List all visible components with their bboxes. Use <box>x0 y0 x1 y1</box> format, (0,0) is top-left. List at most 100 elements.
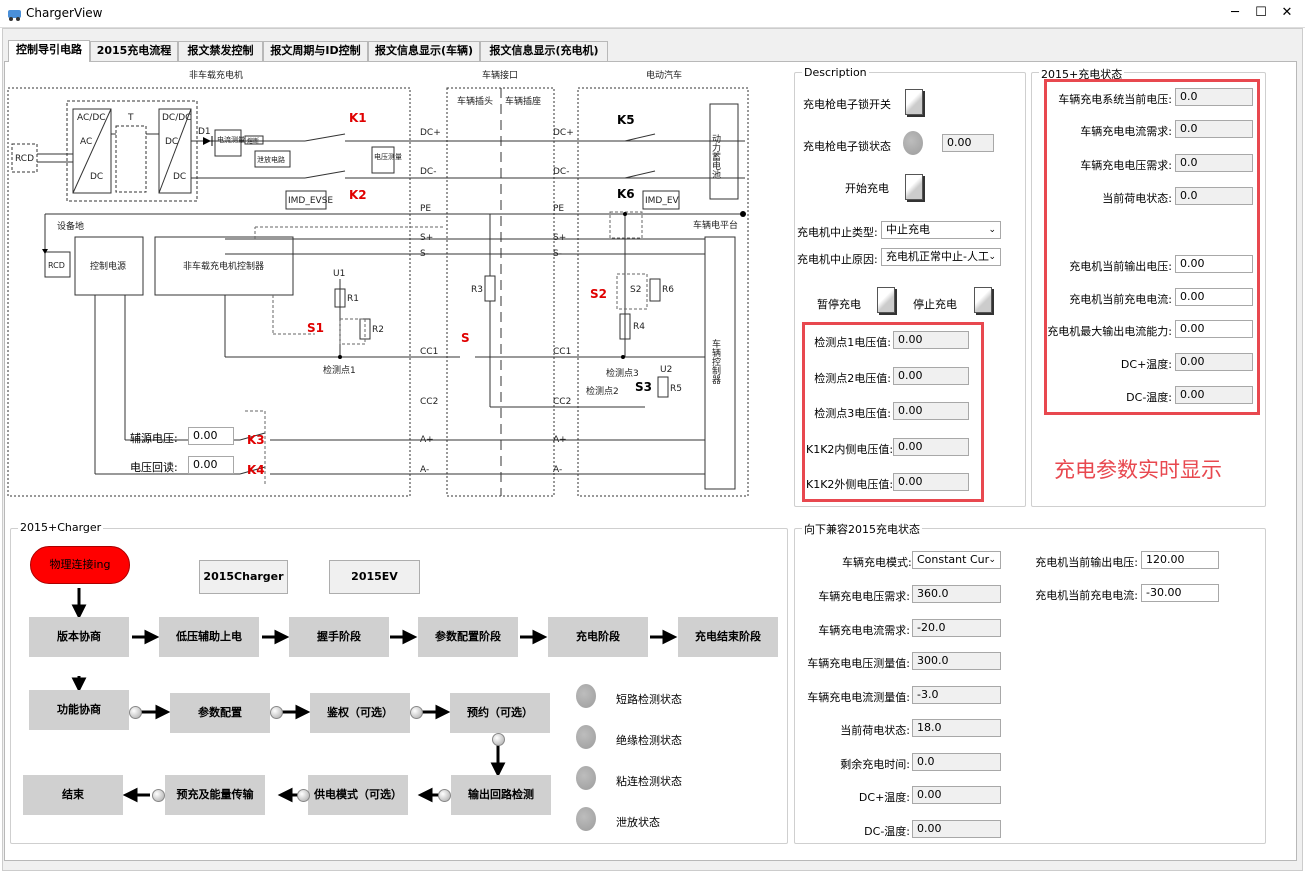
check-point-label: K1K2内侧电压值: <box>806 442 894 456</box>
cc2-right: CC2 <box>553 397 571 407</box>
check-point-label: 检测点1电压值: <box>814 336 891 349</box>
compat-label: 当前荷电状态: <box>840 724 910 737</box>
control-pilot-circuit: 非车载充电机 车辆接口 电动汽车 车辆插头 车辆插座 RCD AC/DC AC … <box>7 69 749 497</box>
status-value: 0.0 <box>1175 187 1253 205</box>
pause-label: 暂停充电 <box>817 298 861 311</box>
check-points-highlight <box>802 322 984 502</box>
ctrl-charger-label: 非车载充电机控制器 <box>183 260 264 272</box>
charger-flow-title: 2015+Charger <box>18 521 104 534</box>
status-value[interactable]: 0.00 <box>1175 255 1253 273</box>
sp-left: S+ <box>420 233 433 243</box>
r6-label: R6 <box>662 285 674 295</box>
r2-label: R2 <box>372 325 384 335</box>
dp3-label: 检测点3 <box>606 367 639 379</box>
r4-label: R4 <box>633 322 645 332</box>
u2-label: U2 <box>660 365 672 375</box>
button-2015charger[interactable]: 2015Charger <box>199 560 288 594</box>
ap-left: A+ <box>420 435 434 445</box>
aux-voltage-field[interactable]: 0.00 <box>188 427 234 445</box>
imd-evse-label: IMD_EVSE <box>288 196 333 206</box>
close-button[interactable]: ✕ <box>1281 5 1293 20</box>
r3-label: R3 <box>471 285 483 295</box>
stop-reason-label: 充电机中止原因: <box>797 253 878 266</box>
check-point-value: 0.00 <box>893 366 969 385</box>
flow-ball <box>152 789 165 802</box>
s-label: S <box>461 331 470 345</box>
compat-right-value[interactable]: -30.00 <box>1141 584 1219 602</box>
flow-step-row3: 预充及能量传输 <box>165 775 265 815</box>
flow-step-row3: 供电模式（可选） <box>308 775 408 815</box>
button-2015ev[interactable]: 2015EV <box>329 560 420 594</box>
lock-switch-toggle[interactable] <box>905 89 923 115</box>
voltage-readback-field[interactable]: 0.00 <box>188 456 234 474</box>
tab-msg-disable[interactable]: 报文禁发控制 <box>178 41 263 61</box>
dcdc-label: DC/DC <box>162 113 191 123</box>
compat-label: 车辆充电电流测量值: <box>807 690 910 704</box>
stop-toggle[interactable] <box>974 287 992 313</box>
s2-inner-label: S2 <box>630 285 641 295</box>
sm-right: S- <box>553 249 562 259</box>
flow-step-row1: 版本协商 <box>29 617 129 657</box>
window-title: ChargerView <box>26 6 103 20</box>
tab-msg-period-id[interactable]: 报文周期与ID控制 <box>263 41 368 61</box>
tab-2015-flow[interactable]: 2015充电流程 <box>90 41 178 61</box>
flow-step-row1: 参数配置阶段 <box>418 617 518 657</box>
pause-toggle[interactable] <box>877 287 895 313</box>
compat-label: 剩余充电时间: <box>840 757 910 771</box>
vehicle-mode-value: Constant Cur <box>917 553 990 566</box>
compat-label: 车辆充电电压测量值: <box>807 657 910 670</box>
stop-reason-value: 充电机正常中止-人工 <box>886 250 989 263</box>
lock-switch-label: 充电枪电子锁开关 <box>803 98 891 111</box>
flow-ball <box>297 789 310 802</box>
stop-reason-select[interactable]: 充电机正常中止-人工⌄ <box>881 248 1001 266</box>
check-point-value: 0.00 <box>893 437 969 456</box>
status-label: 充电机当前充电电流: <box>1069 293 1172 306</box>
rcd2-label: RCD <box>48 261 65 270</box>
status-value: 0.0 <box>1175 120 1253 138</box>
tab-msg-charger[interactable]: 报文信息显示(充电机) <box>480 41 608 61</box>
d1-label: D1 <box>198 127 211 137</box>
start-charge-toggle[interactable] <box>905 174 923 200</box>
fuse-label: 熔断 <box>247 137 259 145</box>
r1-label: R1 <box>347 294 359 304</box>
stop-type-select[interactable]: 中止充电 ⌄ <box>881 221 1001 239</box>
chassis-label: 车辆电平台 <box>693 219 738 231</box>
cc2-left: CC2 <box>420 397 438 407</box>
vehicle-mode-label: 车辆充电模式: <box>842 556 912 569</box>
voltage-meas-label: 电压测量 <box>374 152 402 161</box>
pe-left: PE <box>420 204 431 214</box>
am-right: A- <box>553 465 562 475</box>
ac-label: AC <box>80 137 92 147</box>
chevron-down-icon: ⌄ <box>988 225 996 235</box>
status-led <box>576 766 596 790</box>
dp1-label: 检测点1 <box>323 364 356 376</box>
status-label: 车辆充电电压需求: <box>1080 159 1172 172</box>
compat-right-value[interactable]: 120.00 <box>1141 551 1219 569</box>
compat-right-label: 充电机当前充电电流: <box>1035 589 1138 602</box>
flow-ball <box>492 733 505 746</box>
status-label: 车辆充电电流需求: <box>1080 125 1172 138</box>
vehicle-mode-select[interactable]: Constant Cur⌄ <box>912 551 1001 569</box>
compat-2015-group <box>794 528 1266 844</box>
status-value[interactable]: 0.00 <box>1175 288 1253 306</box>
tab-control-pilot[interactable]: 控制导引电路 <box>8 40 90 62</box>
chevron-down-icon: ⌄ <box>988 555 996 565</box>
tab-msg-vehicle[interactable]: 报文信息显示(车辆) <box>368 41 480 61</box>
stop-type-label: 充电机中止类型: <box>797 226 878 239</box>
stop-type-value: 中止充电 <box>886 223 930 236</box>
maximize-button[interactable]: ☐ <box>1255 5 1267 20</box>
status-value: 0.00 <box>1175 353 1253 371</box>
dcp-right: DC+ <box>553 128 574 138</box>
battery-label: 动力蓄电池 <box>710 134 721 179</box>
compat-value: 360.0 <box>912 585 1001 603</box>
compat-value: 18.0 <box>912 719 1001 737</box>
description-title: Description <box>802 66 869 79</box>
lock-state-led <box>903 131 923 155</box>
minimize-button[interactable]: ─ <box>1231 5 1239 20</box>
status-value[interactable]: 0.00 <box>1175 320 1253 338</box>
compat-right-label: 充电机当前输出电压: <box>1035 556 1138 569</box>
compat-value: 0.00 <box>912 819 1001 838</box>
sp-right: S+ <box>553 233 566 243</box>
pe-right: PE <box>553 204 564 214</box>
s1-label: S1 <box>307 321 324 335</box>
